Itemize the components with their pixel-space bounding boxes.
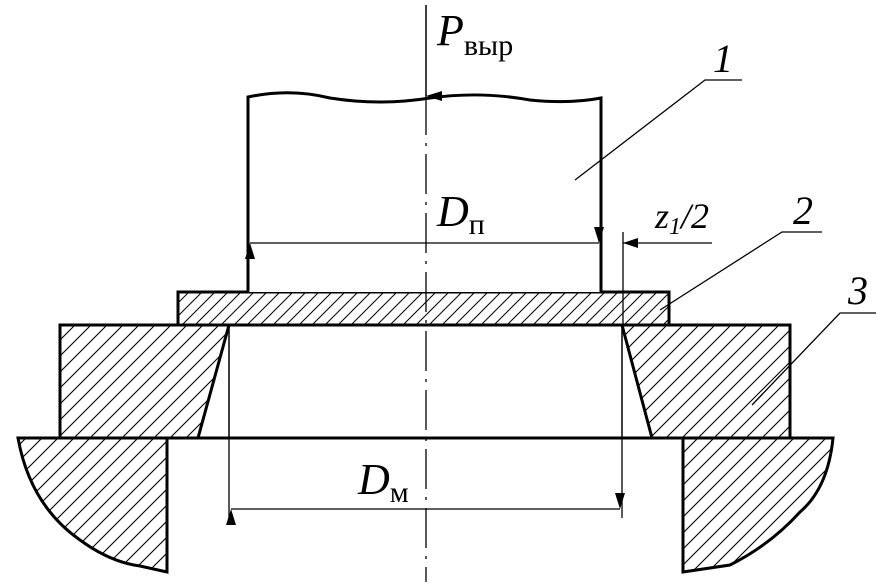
leader-part-3 (751, 312, 876, 406)
die-diameter-dimension (226, 438, 625, 525)
sheet-blank-part-2 (176, 290, 671, 327)
die-part-3 (58, 323, 792, 440)
part-1-number: 1 (713, 36, 733, 81)
clearance-dimension (622, 232, 712, 325)
die-holder-right (681, 436, 835, 574)
leader-part-2 (659, 231, 822, 311)
punch-diameter-label: Dп (436, 187, 485, 241)
die-left-section (58, 323, 231, 440)
part-2-number: 2 (793, 188, 813, 233)
die-holder-left (16, 436, 169, 574)
leader-part-1 (574, 79, 742, 181)
punch-part-1 (246, 91, 603, 292)
leader-lines (574, 79, 876, 406)
die-right-section (620, 323, 792, 440)
part-3-number: 3 (847, 268, 868, 313)
force-label: Pвыр (436, 6, 513, 62)
die-holder (16, 436, 835, 574)
clearance-label: z1/2 (654, 196, 709, 240)
die-diameter-label: Dм (357, 455, 409, 509)
